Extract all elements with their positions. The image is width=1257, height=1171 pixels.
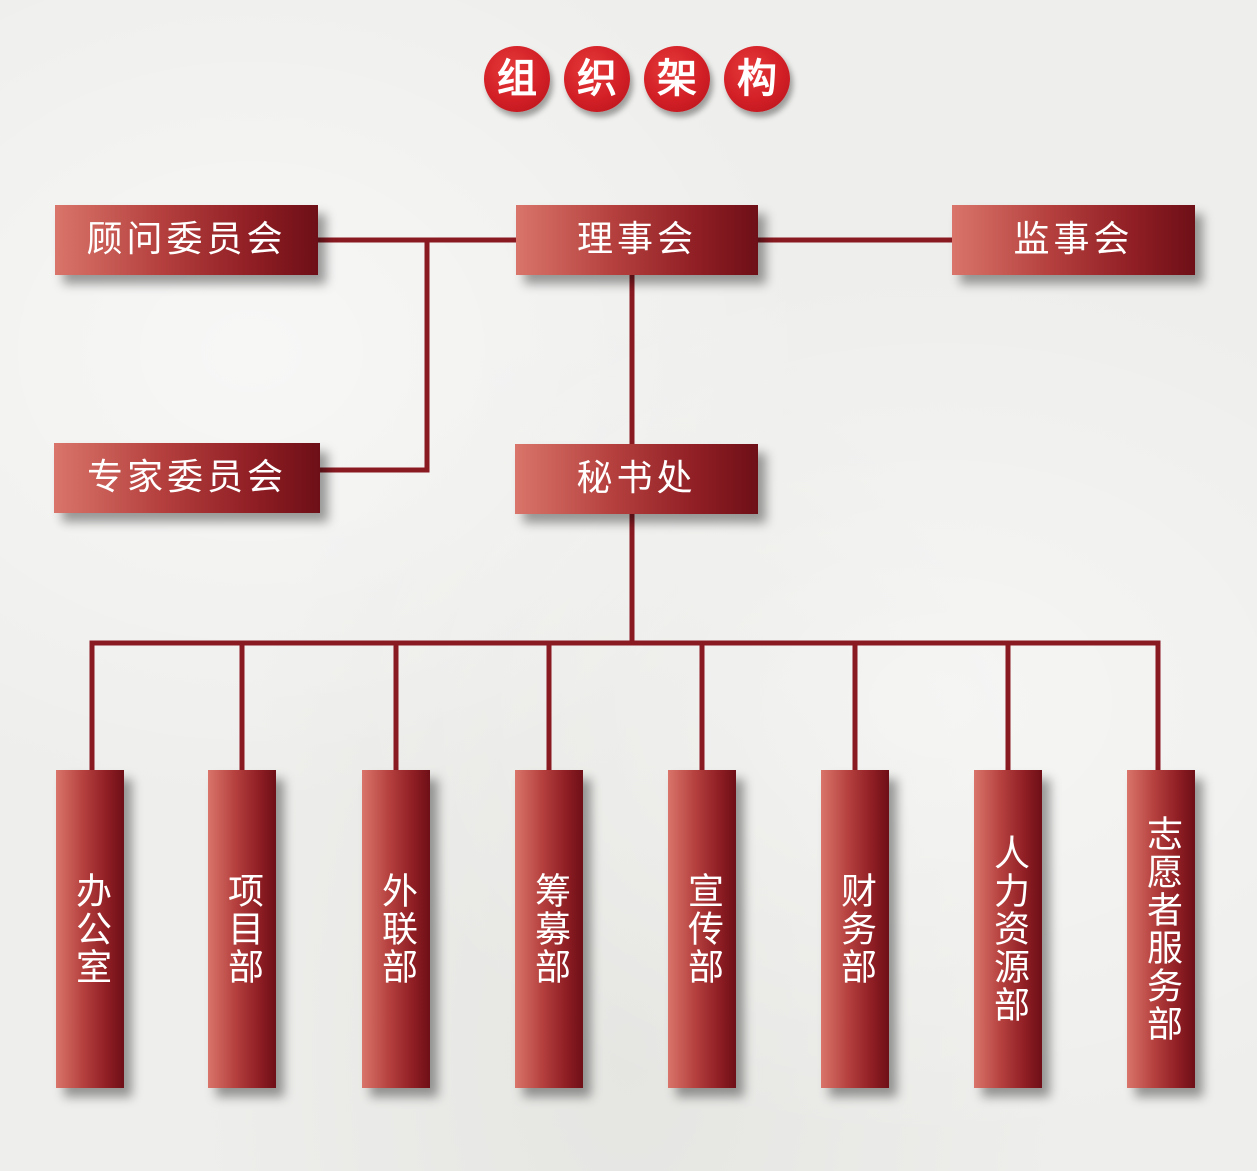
department-label-8: 志愿者服务部	[1141, 815, 1182, 1043]
department-label-3: 外联部	[376, 872, 417, 986]
page-title: 组 织 架 构	[484, 46, 794, 116]
department-label-4: 筹募部	[529, 872, 570, 986]
department-box-7: 人力资源部	[974, 770, 1042, 1088]
department-box-3: 外联部	[362, 770, 430, 1088]
department-box-4: 筹募部	[515, 770, 583, 1088]
title-char-4: 构	[724, 46, 790, 112]
title-char-2: 织	[564, 46, 630, 112]
department-box-8: 志愿者服务部	[1127, 770, 1195, 1088]
advisory-committee-box: 顾问委员会	[55, 205, 318, 275]
department-label-6: 财务部	[835, 872, 876, 986]
department-box-2: 项目部	[208, 770, 276, 1088]
department-label-2: 项目部	[222, 872, 263, 986]
department-label-1: 办公室	[70, 872, 111, 986]
department-box-5: 宣传部	[668, 770, 736, 1088]
board-box: 理事会	[516, 205, 758, 275]
department-label-5: 宣传部	[682, 872, 723, 986]
supervisory-board-box: 监事会	[952, 205, 1195, 275]
expert-committee-box: 专家委员会	[54, 443, 320, 513]
title-char-3: 架	[644, 46, 710, 112]
department-box-6: 财务部	[821, 770, 889, 1088]
department-label-7: 人力资源部	[988, 834, 1029, 1024]
secretariat-box: 秘书处	[515, 444, 758, 514]
department-box-1: 办公室	[56, 770, 124, 1088]
title-char-1: 组	[484, 46, 550, 112]
